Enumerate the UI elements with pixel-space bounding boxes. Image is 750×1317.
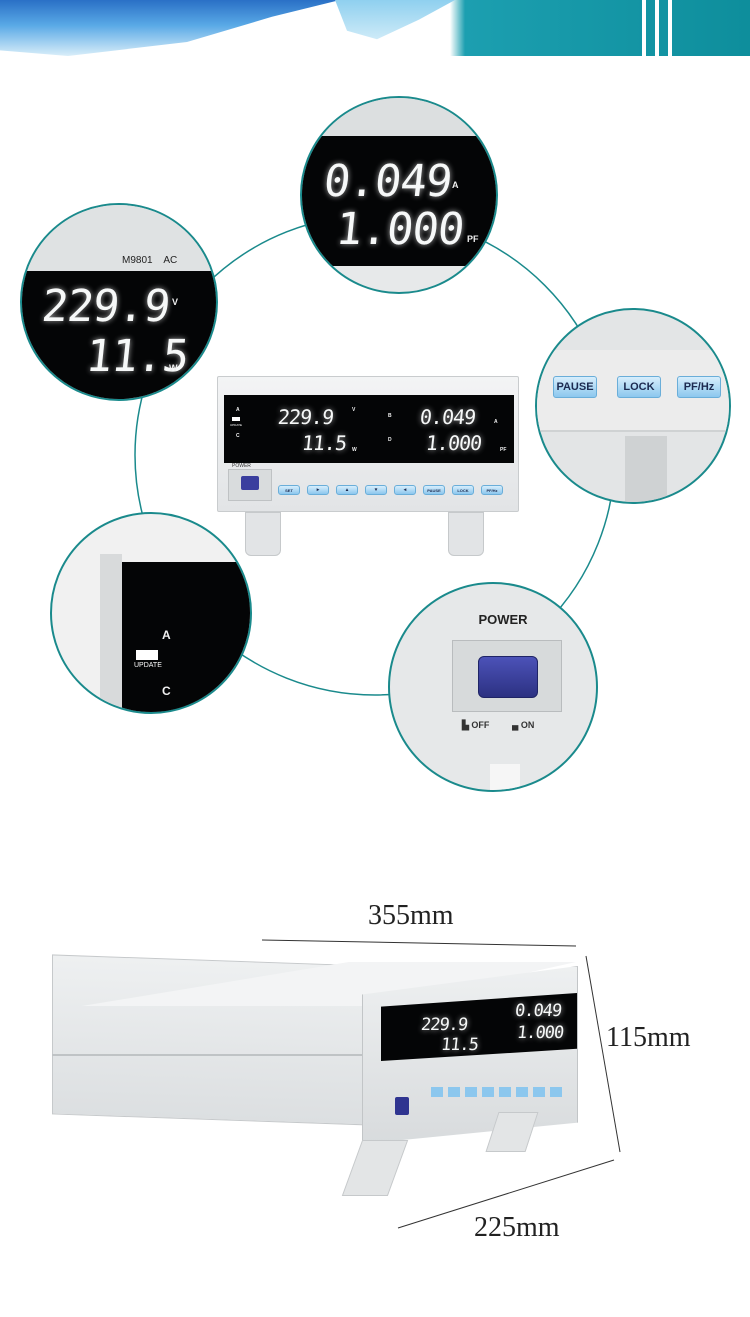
lcd-panel: 0.049 A 1.000 PF (302, 136, 496, 266)
meter-power-label: POWER (232, 463, 251, 469)
perspective-voltage: 229.9 (419, 1015, 469, 1035)
unit-pf: PF (467, 234, 479, 244)
meter-power-button[interactable] (241, 476, 259, 490)
update-indicator (136, 650, 158, 660)
lcd-panel: A UPDATE C (122, 562, 250, 712)
meter-label-c: C (236, 433, 240, 439)
power-off: ▙ OFF (462, 720, 490, 730)
brand-label: M9801 AC (122, 255, 177, 266)
instrument-seam (52, 1054, 362, 1056)
label-update: UPDATE (134, 662, 162, 669)
lcd-panel: 229.9 V 11.5 W (22, 271, 216, 399)
lock-button[interactable]: LOCK (617, 376, 661, 398)
meter-label-update: UPDATE (230, 423, 242, 427)
bezel (22, 205, 216, 271)
zoom-buttons: PAUSE LOCK PF/Hz (535, 308, 731, 504)
perspective-keypad (431, 1087, 563, 1097)
meter-foot-right (448, 512, 484, 556)
stand-foot (625, 436, 667, 502)
power-on-label: ON (520, 720, 535, 730)
power-button[interactable] (478, 656, 538, 698)
zoom-voltage-power: M9801 AC 229.9 V 11.5 W (20, 203, 218, 401)
unit-a: A (452, 180, 459, 190)
pause-button[interactable]: PAUSE (553, 376, 597, 398)
meter-unit-a: A (494, 419, 498, 425)
perspective-pf: 1.000 (515, 1023, 565, 1043)
dimension-depth: 225mm (474, 1212, 560, 1243)
perspective-current: 0.049 (513, 1001, 563, 1021)
lock-key[interactable]: LOCK (452, 485, 474, 495)
set-key[interactable]: SET (278, 485, 300, 495)
stand-foot (490, 764, 520, 790)
meter-unit-pf: PF (500, 447, 507, 453)
instrument-front: 229.9 11.5 0.049 1.000 (362, 966, 578, 1144)
update-indicator (232, 417, 240, 421)
top-banner (0, 0, 750, 56)
left-key[interactable]: ◂ (394, 485, 416, 495)
meter-foot-left (245, 512, 281, 556)
unit-w: W (169, 363, 178, 373)
pfhz-button[interactable]: PF/Hz (677, 376, 721, 398)
label-c: C (162, 684, 171, 698)
dimension-height: 115mm (606, 1022, 691, 1053)
bezel (302, 98, 496, 136)
zoom-power: POWER ▙ OFF ▄ ON (388, 582, 598, 792)
right-key[interactable]: ▸ (307, 485, 329, 495)
unit-v: V (172, 297, 179, 307)
brand-suffix: AC (163, 255, 178, 266)
banner-stripe (655, 0, 659, 56)
power-title: POWER (478, 612, 528, 627)
meter-label-d: D (388, 437, 392, 443)
up-key[interactable]: ▴ (336, 485, 358, 495)
meter-front: A UPDATE C 229.9 V 11.5 W B D 0.049 A 1.… (217, 376, 519, 512)
dimension-length: 355mm (368, 900, 454, 931)
zoom-current-pf: 0.049 A 1.000 PF (300, 96, 498, 294)
banner-stripe (642, 0, 646, 56)
meter-lcd: A UPDATE C 229.9 V 11.5 W B D 0.049 A 1.… (224, 395, 514, 463)
perspective-power: 11.5 (439, 1035, 480, 1055)
brand-model: M9801 (122, 255, 153, 266)
perspective-power-button[interactable] (395, 1097, 409, 1115)
meter-label-a: A (236, 407, 240, 413)
meter-label-b: B (388, 413, 392, 419)
pause-key[interactable]: PAUSE (423, 485, 445, 495)
power-off-label: OFF (471, 720, 490, 730)
meter-unit-v: V (352, 407, 356, 413)
pfhz-key[interactable]: PF/Hz (481, 485, 503, 495)
down-key[interactable]: ▾ (365, 485, 387, 495)
case-edge (100, 554, 122, 712)
power-on: ▄ ON (512, 720, 535, 730)
label-a: A (162, 628, 171, 642)
meter-power-recess (228, 469, 272, 501)
meter-unit-w: W (352, 447, 357, 453)
perspective-lcd: 229.9 11.5 0.049 1.000 (381, 993, 577, 1061)
banner-stripe (668, 0, 672, 56)
zoom-update: A UPDATE C (50, 512, 252, 714)
